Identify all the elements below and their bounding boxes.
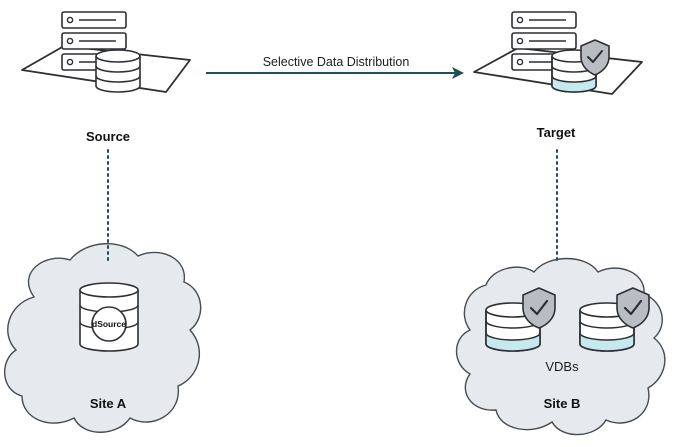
source-label: Source (85, 129, 131, 144)
source-server-icon (21, 11, 191, 93)
dsource-database-icon (79, 282, 139, 352)
target-check-icon (587, 50, 603, 63)
dsource-label: dSource (92, 319, 127, 329)
selective-distribution-arrow (206, 67, 464, 79)
vdbs-label: VDBs (545, 359, 579, 374)
arrow-label: Selective Data Distribution (262, 55, 410, 69)
vdb-shield-icon-1 (522, 287, 556, 329)
target-shield-icon (580, 39, 610, 76)
target-server-icon (473, 11, 643, 95)
vdb-database-icon-2 (579, 302, 635, 352)
vdb-database-icon-1 (485, 302, 541, 352)
source-database-icon (95, 49, 141, 93)
vdb-shield-icon-2 (616, 287, 650, 329)
target-label: Target (536, 125, 576, 140)
site-b-label: Site B (543, 396, 581, 411)
site-a-label: Site A (89, 396, 127, 411)
